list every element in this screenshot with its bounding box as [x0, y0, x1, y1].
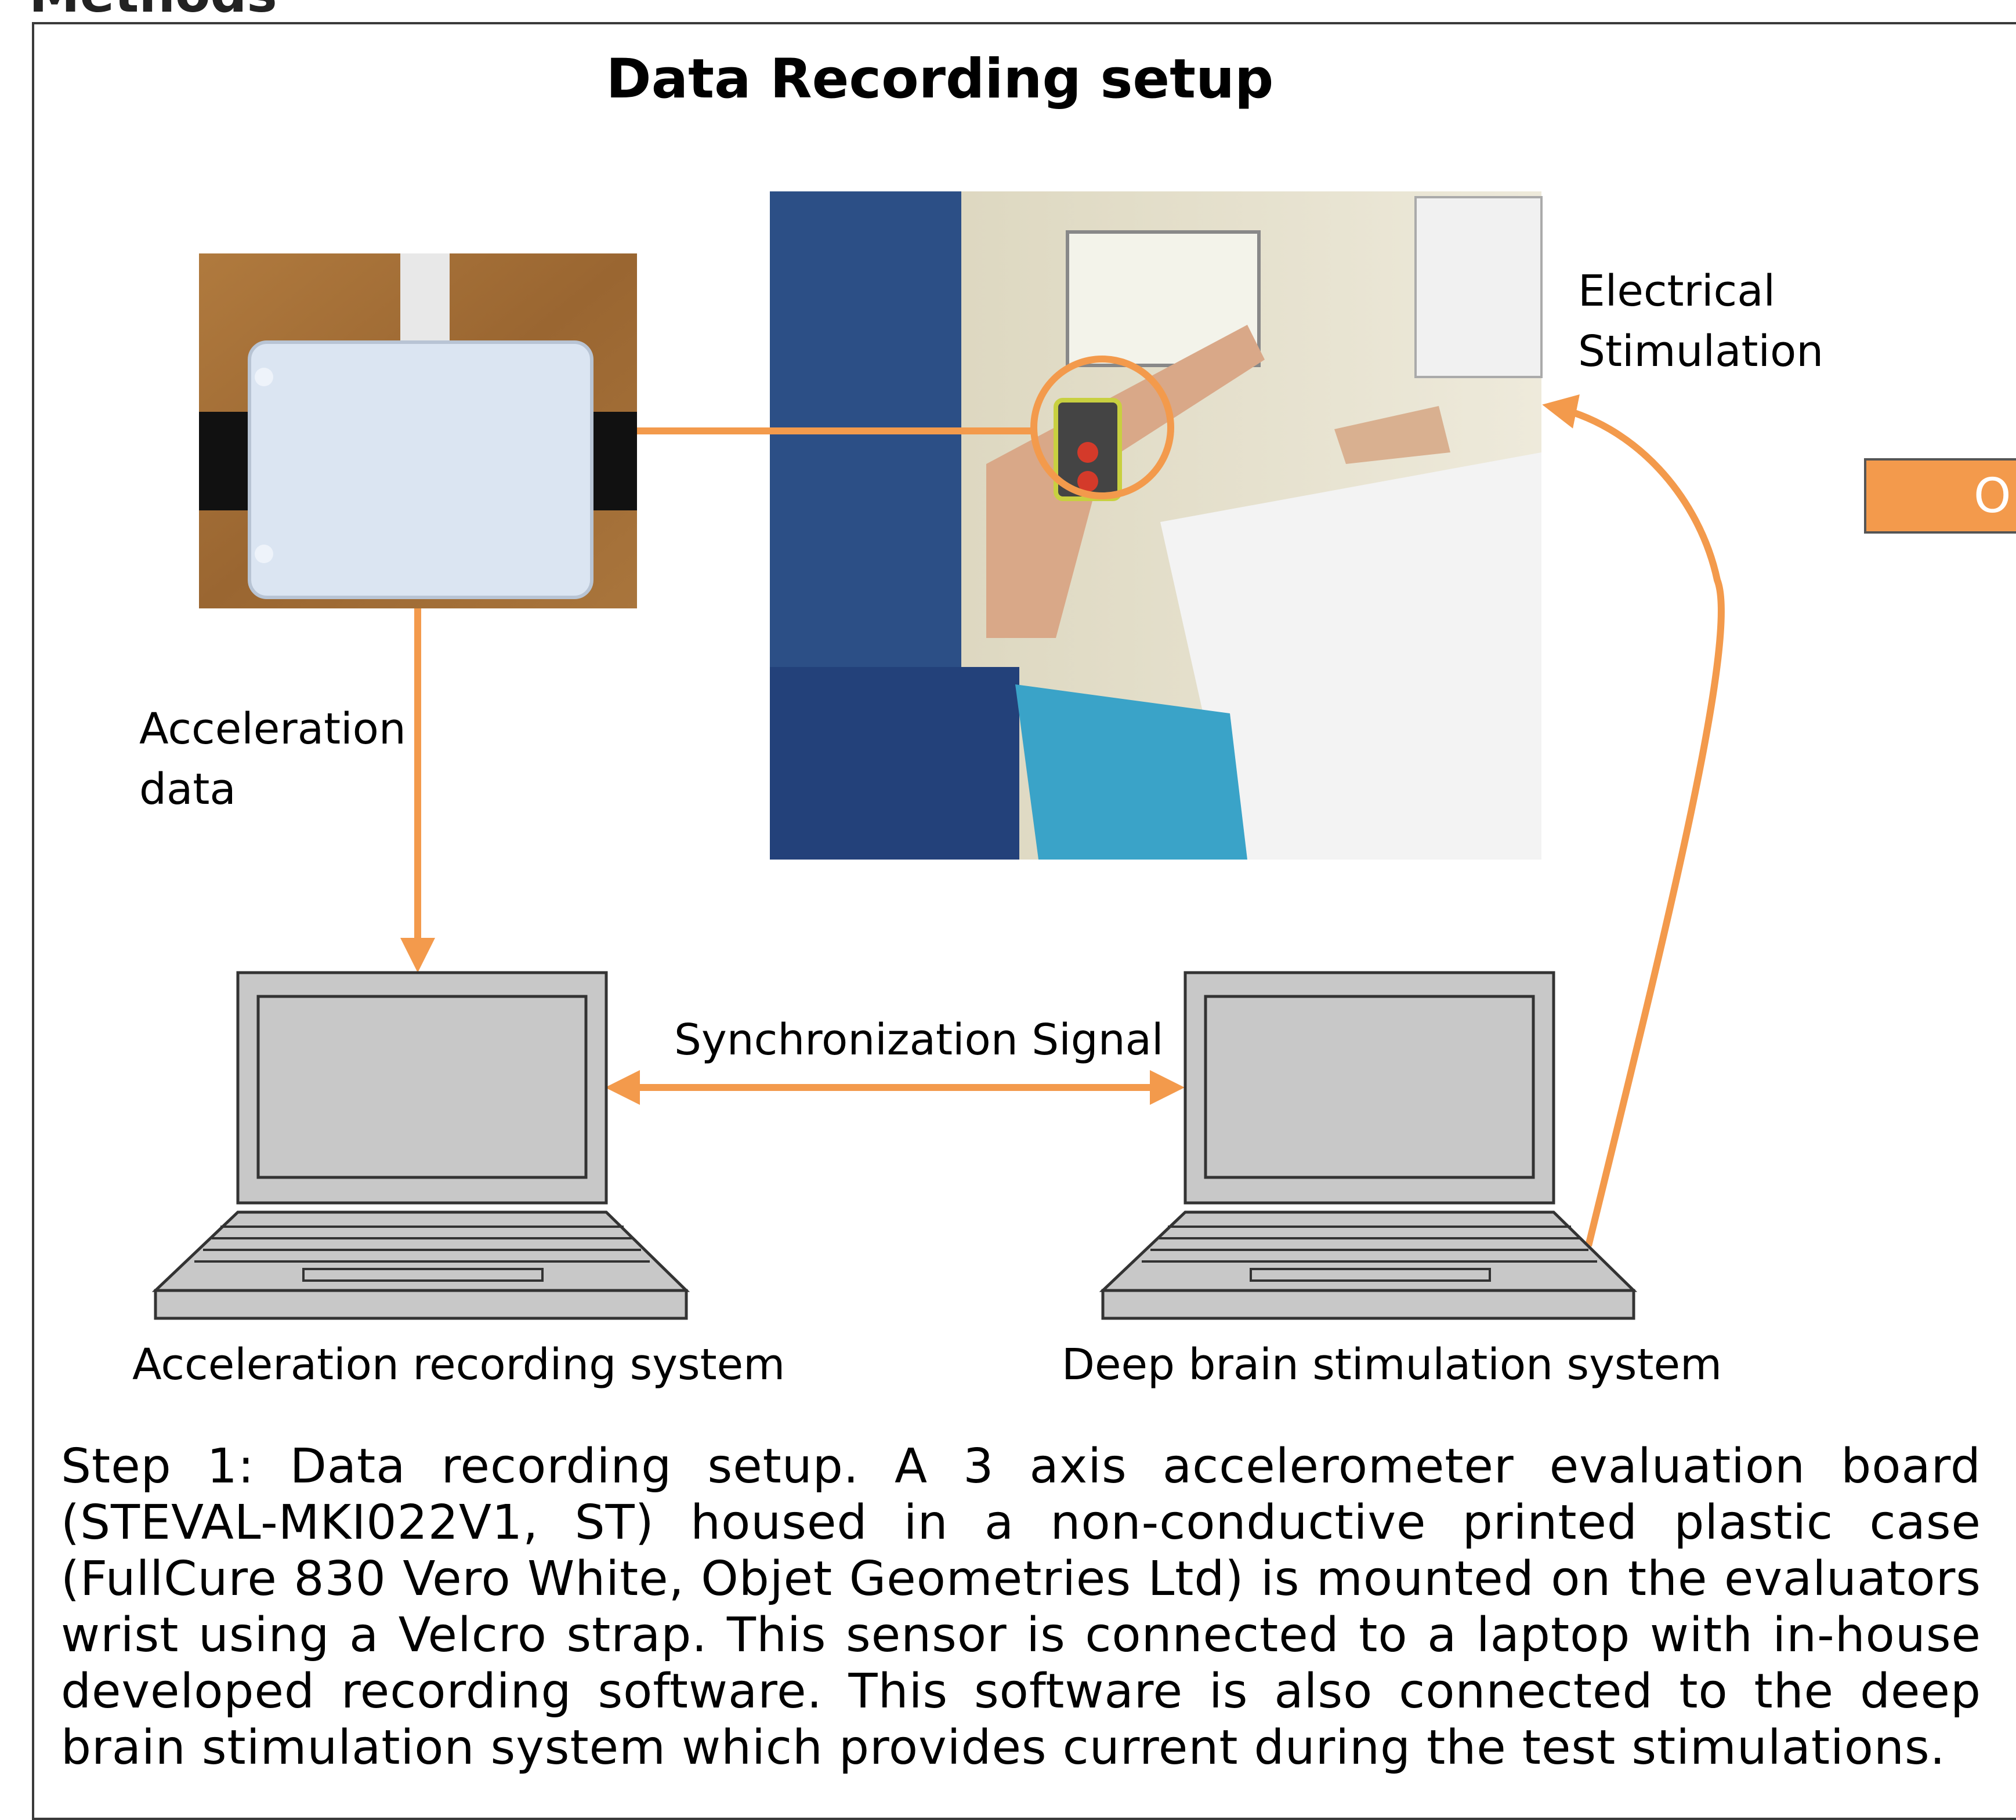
acceleration-recording-system-label: Acceleration recording system: [132, 1340, 786, 1390]
sensor-photo: [199, 253, 637, 608]
figure-title: Data Recording setup: [606, 48, 1274, 111]
acceleration-data-label: Acceleration data: [139, 704, 406, 814]
laptop-base: [1101, 1289, 1635, 1320]
electrical-stimulation-arrow: [1542, 394, 1725, 1247]
sensor-case: [248, 340, 593, 599]
electrical-stimulation-label: Electrical Stimulation: [1578, 266, 1824, 376]
deep-brain-stimulation-system-label: Deep brain stimulation system: [1062, 1340, 1722, 1390]
side-panel-text: O: [1974, 469, 2011, 524]
synchronization-signal-label: Synchronization Signal: [674, 1015, 1164, 1065]
laptop-base: [154, 1289, 688, 1320]
section-header-fragment: Methods: [29, 0, 277, 24]
patient-head: [1334, 406, 1450, 464]
patient-sheet: [1160, 452, 1541, 860]
figure-caption: Step 1: Data recording setup. A 3 axis a…: [61, 1439, 1981, 1775]
usb-cable: [400, 253, 450, 352]
acceleration-recording-laptop: [151, 971, 690, 1320]
laptop-screen: [1204, 995, 1535, 1179]
laptop-screen: [256, 995, 588, 1179]
arm-and-hand: [986, 325, 1265, 638]
deep-brain-stimulation-laptop: [1099, 971, 1638, 1320]
operating-room-photo: [770, 191, 1543, 860]
blue-drape: [1015, 684, 1247, 860]
side-panel-box: O: [1864, 458, 2016, 534]
laptop-touchpad: [302, 1268, 544, 1282]
laptop-touchpad: [1250, 1268, 1491, 1282]
